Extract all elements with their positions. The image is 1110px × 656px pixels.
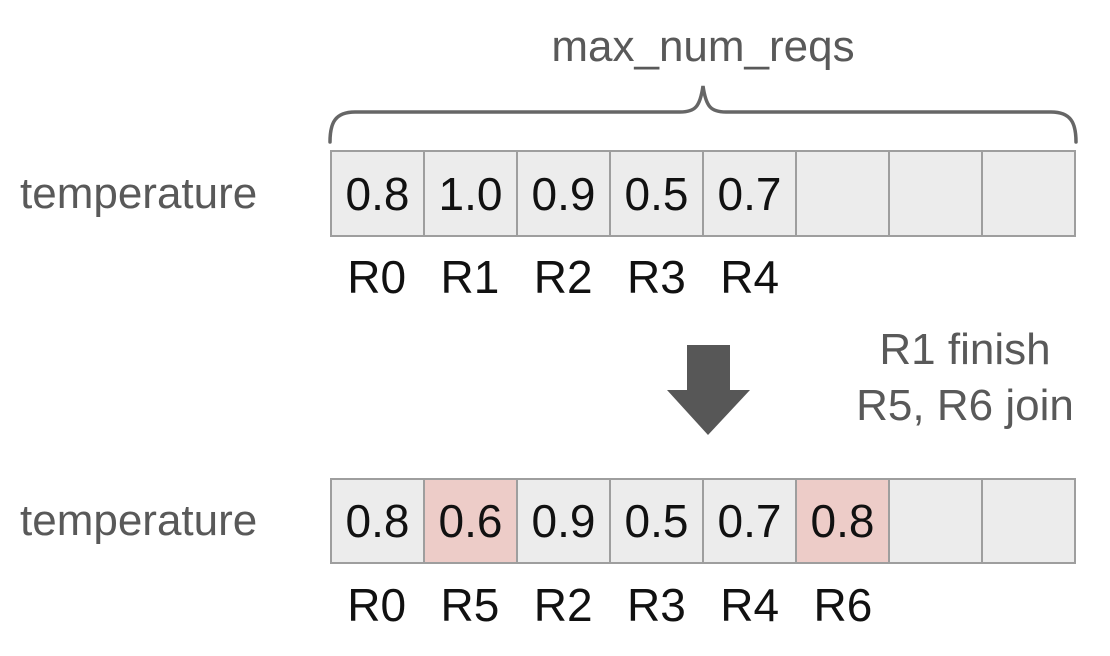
transition-line-2: R5, R6 join [856, 381, 1074, 430]
array-cell: 0.7 [704, 480, 797, 562]
array-cell: 0.8 [797, 480, 890, 562]
array-cell: 0.6 [425, 480, 518, 562]
request-label [890, 578, 983, 632]
request-label: R1 [440, 251, 500, 303]
labels-after: R0 R5 R2 R3 R4 R6 [330, 578, 1076, 632]
row-label-temperature-after: temperature [20, 496, 258, 545]
transition-line-1: R1 finish [879, 325, 1051, 374]
array-cell [890, 480, 983, 562]
request-label: R2 [533, 251, 593, 303]
request-label [796, 250, 889, 304]
transition-note: R1 finish R5, R6 join [820, 322, 1110, 434]
array-cell: 0.5 [611, 480, 704, 562]
array-cell: 0.9 [518, 480, 611, 562]
array-cell: 0.9 [518, 152, 611, 235]
max-num-reqs-label: max_num_reqs [551, 22, 855, 71]
array-cell [983, 152, 1074, 235]
request-label: R6 [813, 579, 873, 631]
array-cell: 0.8 [332, 480, 425, 562]
array-cell: 1.0 [425, 152, 518, 235]
request-label [983, 578, 1076, 632]
request-label: R0 [347, 251, 407, 303]
request-label [983, 250, 1076, 304]
array-cell [797, 152, 890, 235]
down-arrow-icon [667, 345, 750, 435]
array-cell: 0.7 [704, 152, 797, 235]
request-label: R2 [533, 579, 593, 631]
request-label: R3 [626, 251, 686, 303]
request-label [890, 250, 983, 304]
request-label: R0 [347, 579, 407, 631]
row-label-temperature-before: temperature [20, 168, 258, 218]
array-cell: 0.5 [611, 152, 704, 235]
labels-before: R0 R1 R2 R3 R4 [330, 250, 1076, 304]
array-cell [890, 152, 983, 235]
array-cell [983, 480, 1074, 562]
request-label: R4 [720, 579, 780, 631]
brace-icon [328, 85, 1078, 144]
request-label: R4 [720, 251, 780, 303]
request-label: R5 [440, 579, 500, 631]
request-label: R3 [626, 579, 686, 631]
array-cell: 0.8 [332, 152, 425, 235]
